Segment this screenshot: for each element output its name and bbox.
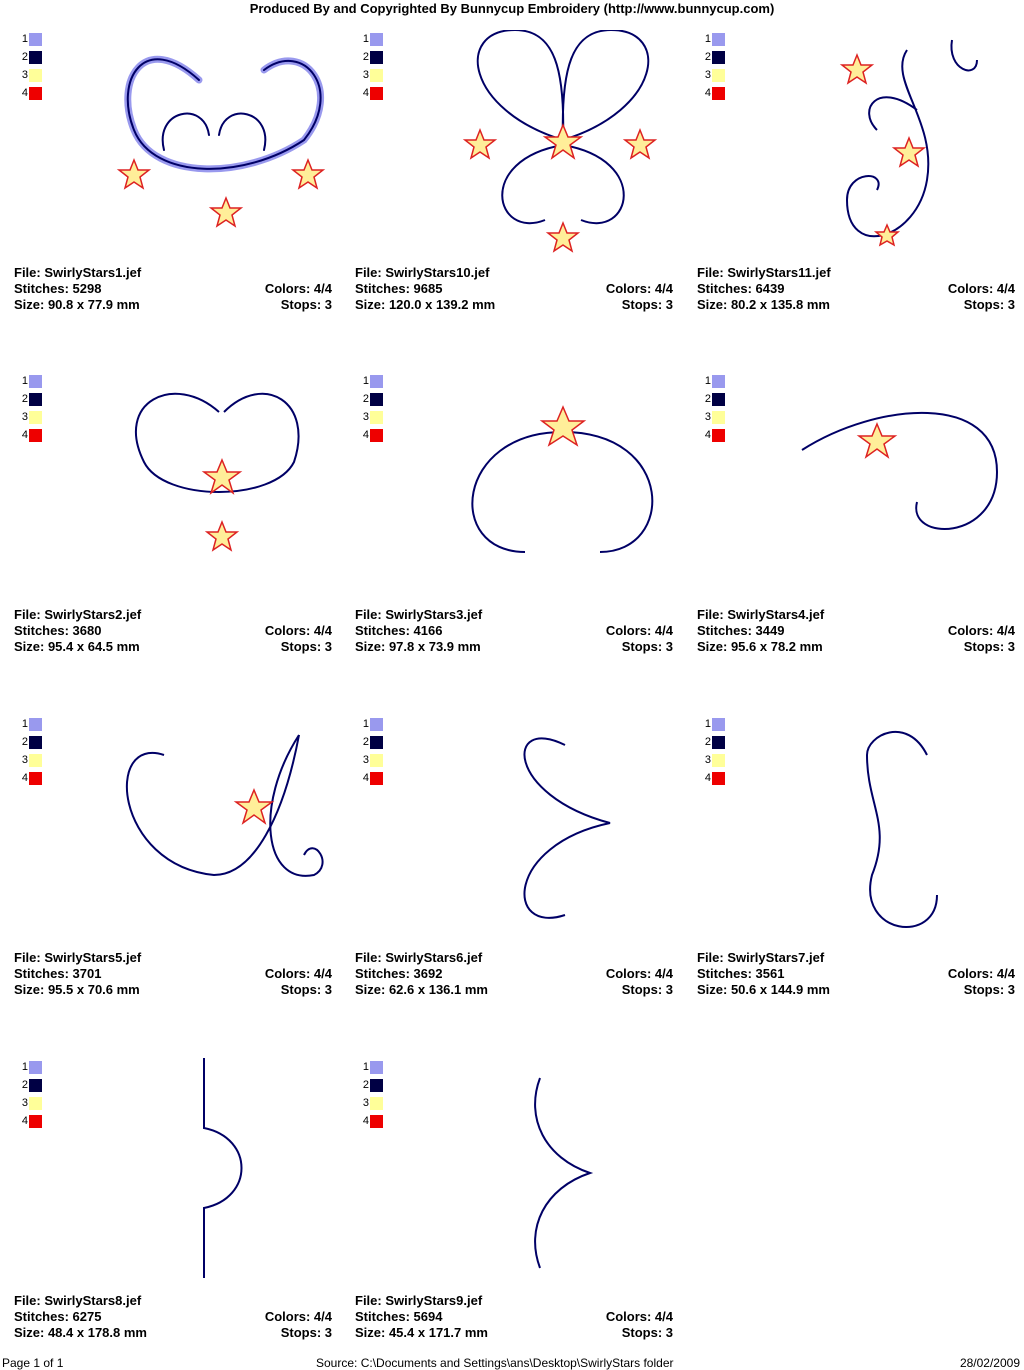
design-cell: 1 2 3 4 File: SwirlyStars10.jef Stitches… [355,30,673,330]
embroidery-design-preview [865,731,938,929]
embroidery-design-preview [203,1058,243,1278]
print-date: 28/02/2009 [959,1356,1020,1370]
file-name: File: SwirlyStars11.jef [697,265,831,280]
color-palette: 1 2 3 4 [361,372,383,444]
color-palette: 1 2 3 4 [361,715,383,787]
source-path: Source: C:\Documents and Settings\ans\De… [316,1356,674,1370]
file-name: File: SwirlyStars10.jef [355,265,490,280]
design-cell: 1 2 3 4 File: SwirlyStars9.jef Stitches:… [355,1058,673,1358]
color-palette: 1 2 3 4 [20,372,42,444]
file-name: File: SwirlyStars7.jef [697,950,825,965]
embroidery-design-preview [839,39,978,247]
color-palette: 1 2 3 4 [703,30,725,102]
embroidery-design-preview [523,737,611,919]
file-name: File: SwirlyStars8.jef [14,1293,142,1308]
design-cell: 1 2 3 4 File: SwirlyStars6.jef Stitches:… [355,715,673,1015]
file-name: File: SwirlyStars6.jef [355,950,483,965]
design-cell: 1 2 3 4 File: SwirlyStars3.jef Stitches:… [355,372,673,672]
file-name: File: SwirlyStars4.jef [697,607,825,622]
file-name: File: SwirlyStars1.jef [14,265,142,280]
color-palette: 1 2 3 4 [20,715,42,787]
embroidery-design-preview [116,55,326,228]
design-cell: 1 2 3 4 File: SwirlyStars11.jef Stitches… [697,30,1015,330]
embroidery-design-preview [125,734,324,877]
embroidery-design-preview [462,30,658,253]
file-name: File: SwirlyStars2.jef [14,607,142,622]
design-cell: 1 2 3 4 File: SwirlyStars8.jef Stitches:… [14,1058,332,1358]
file-name: File: SwirlyStars3.jef [355,607,483,622]
embroidery-design-preview [471,405,654,553]
design-cell: 1 2 3 4 File: SwirlyStars7.jef Stitches:… [697,715,1015,1015]
design-cell: 1 2 3 4 File: SwirlyStars1.jef Stitches:… [14,30,332,330]
file-name: File: SwirlyStars9.jef [355,1293,483,1308]
page-header: Produced By and Copyrighted By Bunnycup … [249,1,775,16]
embroidery-design-preview [534,1077,594,1269]
color-palette: 1 2 3 4 [361,1058,383,1130]
embroidery-design-preview [801,412,999,530]
color-palette: 1 2 3 4 [703,372,725,444]
color-palette: 1 2 3 4 [361,30,383,102]
file-name: File: SwirlyStars5.jef [14,950,142,965]
page-number: Page 1 of 1 [2,1356,64,1370]
color-palette: 1 2 3 4 [20,30,42,102]
embroidery-design-preview [135,392,300,552]
color-palette: 1 2 3 4 [20,1058,42,1130]
page-footer: Page 1 of 1 Source: C:\Documents and Set… [0,1356,1024,1370]
design-cell: 1 2 3 4 File: SwirlyStars5.jef Stitches:… [14,715,332,1015]
design-cell: 1 2 3 4 File: SwirlyStars4.jef Stitches:… [697,372,1015,672]
color-palette: 1 2 3 4 [703,715,725,787]
design-cell: 1 2 3 4 File: SwirlyStars2.jef Stitches:… [14,372,332,672]
